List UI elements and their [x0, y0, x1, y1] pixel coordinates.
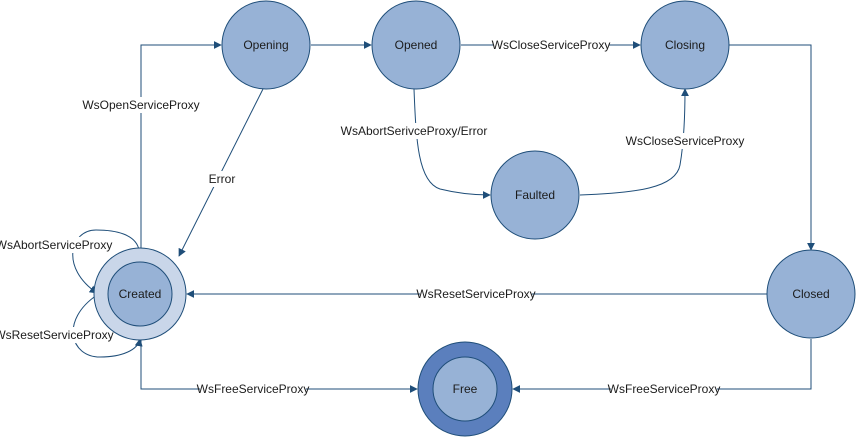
state-closing: Closing [640, 0, 730, 90]
label-abort-or-error: WsAbortSerivceProxy/Error [341, 124, 488, 138]
label-free-from-created: WsFreeServiceProxy [197, 382, 310, 396]
state-created-label: Created [119, 287, 162, 301]
state-free-label: Free [453, 382, 478, 396]
state-closing-label: Closing [665, 38, 705, 52]
label-error: Error [209, 172, 236, 186]
state-opening: Opening [221, 0, 311, 90]
label-reset-from-closed: WsResetServiceProxy [416, 287, 535, 301]
edge-close-from-faulted [579, 88, 689, 196]
label-free-from-closed: WsFreeServiceProxy [608, 382, 721, 396]
state-faulted: Faulted [490, 150, 580, 240]
edge-reset-self [72, 294, 143, 358]
state-opened: Opened [371, 0, 461, 90]
edge-closing-to-closed [729, 44, 815, 251]
state-closed-label: Closed [792, 287, 829, 301]
state-created: Created [93, 247, 187, 341]
label-reset-self: WsResetServiceProxy [0, 328, 114, 342]
state-free: Free [417, 341, 513, 437]
label-close-from-opened: WsCloseServiceProxy [492, 38, 611, 52]
edge-abort-self [72, 229, 140, 294]
state-opened-label: Opened [395, 38, 438, 52]
state-faulted-label: Faulted [515, 188, 555, 202]
edge-open [140, 41, 222, 250]
edge-abort-or-error [413, 88, 491, 199]
label-open: WsOpenServiceProxy [82, 98, 199, 112]
state-closed: Closed [766, 249, 856, 339]
label-close-from-faulted: WsCloseServiceProxy [626, 134, 745, 148]
state-opening-label: Opening [243, 38, 288, 52]
label-abort-self: WsAbortServiceProxy [0, 238, 112, 252]
edge-free-from-created [140, 339, 418, 393]
